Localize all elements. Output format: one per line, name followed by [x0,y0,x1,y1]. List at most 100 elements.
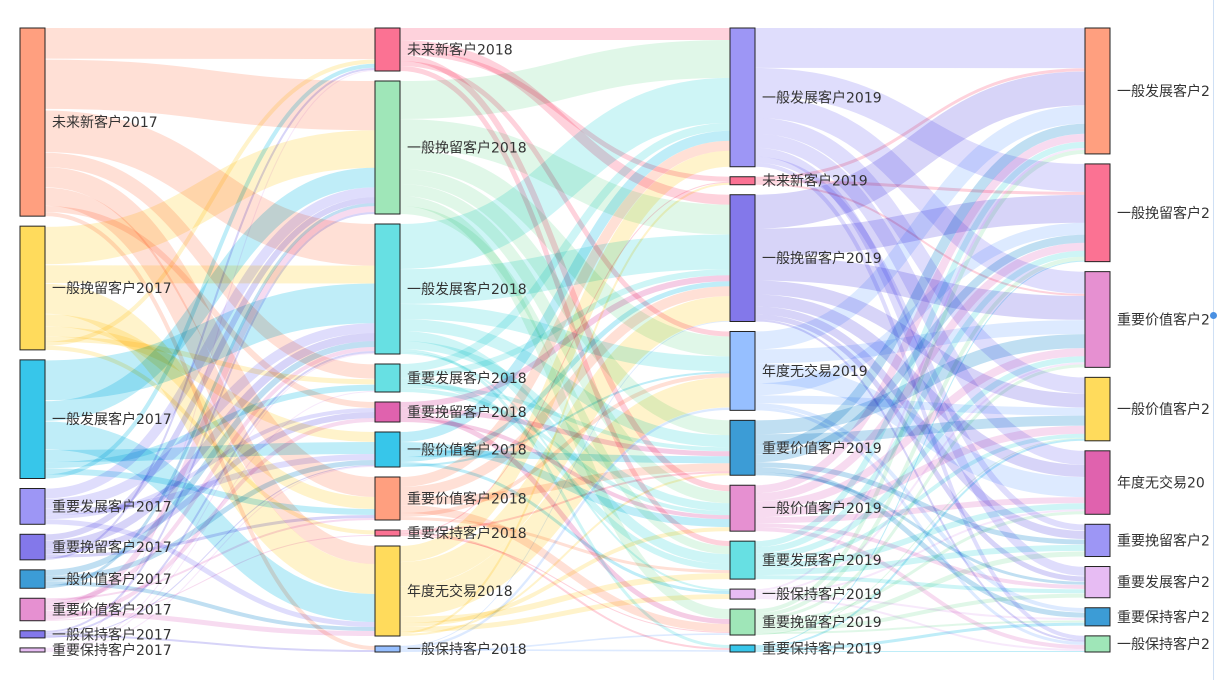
link-c2-d8[interactable] [754,319,1086,642]
node-b3[interactable] [374,363,401,393]
node-b0[interactable] [374,27,401,72]
node-d6[interactable] [1084,566,1111,599]
link-c4-d6[interactable] [754,472,1086,585]
link-c8-d1[interactable] [754,256,1086,618]
node-a3[interactable] [19,487,46,525]
link-a2-b3[interactable] [44,384,376,469]
link-c1-d1[interactable] [754,179,1086,195]
link-c9-d7[interactable] [754,622,1086,652]
link-b6-c0[interactable] [399,140,731,487]
node-c6[interactable] [729,540,756,580]
node-d4[interactable] [1084,450,1111,515]
link-a7-b2[interactable] [44,351,376,635]
link-b2-c4[interactable] [399,319,731,448]
link-c2-d0[interactable] [754,71,1086,229]
node-d2[interactable] [1084,271,1111,368]
link-a4-b4[interactable] [44,412,376,555]
link-a4-b1[interactable] [44,197,376,541]
link-b9-c2[interactable] [399,320,731,647]
node-c5[interactable] [729,484,756,532]
link-a4-b0[interactable] [44,67,376,560]
link-c6-d6[interactable] [754,575,1086,594]
link-b8-c6[interactable] [399,573,731,623]
link-a8-b3[interactable] [44,390,376,651]
link-a6-b1[interactable] [44,206,376,611]
link-c6-d3[interactable] [754,433,1086,564]
link-a2-b1[interactable] [44,167,376,421]
link-c9-d3[interactable] [754,438,1086,649]
link-c8-d3[interactable] [754,437,1086,636]
link-c6-d2[interactable] [754,356,1086,560]
link-a8-b0[interactable] [44,69,376,649]
link-a5-b1[interactable] [44,203,376,589]
link-b0-c2[interactable] [399,40,731,205]
node-b7[interactable] [374,529,401,537]
link-b6-c2[interactable] [399,286,731,497]
node-c9[interactable] [729,644,756,653]
node-a1[interactable] [19,225,46,351]
link-c8-d5[interactable] [754,551,1086,629]
node-a4[interactable] [19,533,46,561]
link-c6-d1[interactable] [754,250,1086,554]
link-c6-d5[interactable] [754,544,1086,576]
node-b1[interactable] [374,80,401,215]
node-a5[interactable] [19,569,46,589]
link-c4-d0[interactable] [754,123,1086,455]
link-c1-d0[interactable] [754,68,1086,180]
link-a7-b5[interactable] [44,465,376,638]
node-d0[interactable] [1084,27,1111,155]
link-a3-b1[interactable] [44,187,376,499]
node-c1[interactable] [729,176,756,186]
link-b8-c0[interactable] [399,150,731,562]
link-c8-d6[interactable] [754,593,1086,633]
link-c7-d2[interactable] [754,362,1086,594]
link-c7-d8[interactable] [754,597,1086,651]
link-a3-b8[interactable] [44,519,376,627]
link-b8-c5[interactable] [399,527,731,627]
link-c3-d0[interactable] [754,105,1086,350]
node-b4[interactable] [374,401,401,423]
node-b9[interactable] [374,645,401,653]
link-b9-c8[interactable] [399,633,731,652]
node-a0[interactable] [19,27,46,217]
node-d1[interactable] [1084,163,1111,263]
node-c7[interactable] [729,588,756,600]
link-c8-d4[interactable] [754,511,1086,624]
node-a8[interactable] [19,647,46,653]
link-b8-c3[interactable] [399,377,731,617]
link-c5-d0[interactable] [754,133,1086,494]
node-c3[interactable] [729,330,756,411]
link-b8-c2[interactable] [399,296,731,587]
node-c0[interactable] [729,27,756,168]
link-c6-d0[interactable] [754,141,1086,548]
link-a1-b0[interactable] [44,59,376,346]
link-a8-b5[interactable] [44,466,376,652]
link-a6-b7[interactable] [44,534,376,621]
link-c5-d3[interactable] [754,425,1086,518]
node-b8[interactable] [374,545,401,637]
scroll-handle[interactable] [1210,312,1217,319]
link-a0-b1[interactable] [44,59,376,131]
link-b5-c0[interactable] [399,130,731,442]
node-b2[interactable] [374,223,401,355]
node-a7[interactable] [19,630,46,639]
node-a6[interactable] [19,597,46,622]
node-a2[interactable] [19,359,46,479]
link-c7-d0[interactable] [754,147,1086,592]
link-a3-b2[interactable] [44,323,376,509]
link-a1-b1[interactable] [44,130,376,265]
link-a8-b2[interactable] [44,353,376,650]
link-b8-c1[interactable] [399,182,731,634]
link-c8-d0[interactable] [754,149,1086,614]
link-b3-c4[interactable] [399,384,731,452]
link-a4-b6[interactable] [44,515,376,558]
link-a2-b0[interactable] [44,63,376,479]
link-b1-c0[interactable] [399,39,731,119]
node-d3[interactable] [1084,376,1111,442]
link-b8-c4[interactable] [399,473,731,636]
link-b6-c6[interactable] [399,517,731,574]
node-d5[interactable] [1084,523,1111,558]
link-c5-d2[interactable] [754,348,1086,510]
link-c8-d7[interactable] [754,620,1086,635]
node-c4[interactable] [729,419,756,476]
